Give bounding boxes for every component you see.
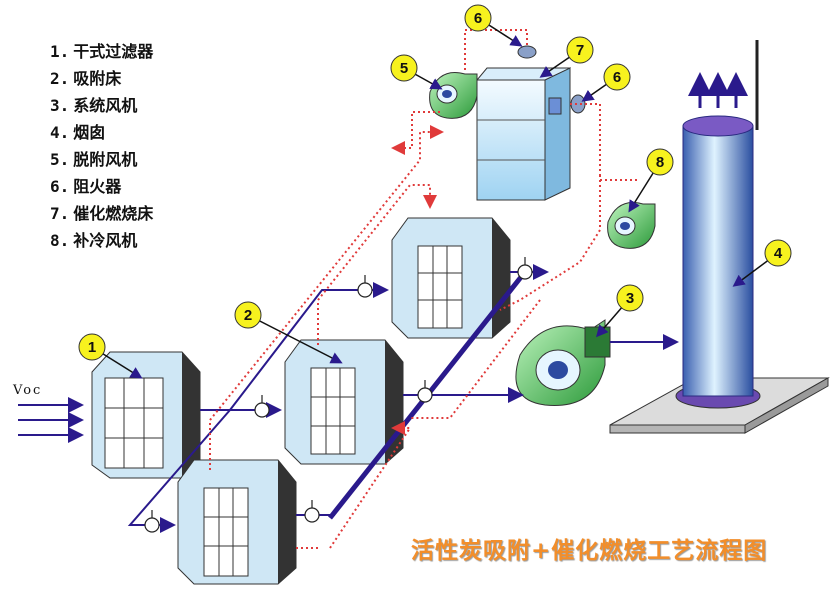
legend-item: 1.干式过滤器 <box>50 42 154 61</box>
tag-3-label: 3 <box>626 290 634 307</box>
legend-item: 6.阻火器 <box>50 177 122 196</box>
legend-item: 7.催化燃烧床 <box>50 204 154 223</box>
tag-6-top-label: 6 <box>474 10 482 27</box>
adsorption-bed-top <box>391 217 511 339</box>
dry-filter <box>91 351 201 479</box>
tag-5-label: 5 <box>400 60 408 77</box>
catalytic-combustion-bed <box>475 67 572 201</box>
adsorption-bed-bottom <box>177 459 297 585</box>
flame-arrestor-top <box>517 45 537 59</box>
tag-6-right-label: 6 <box>613 69 621 86</box>
desorption-fan <box>429 72 478 119</box>
valves <box>144 257 533 533</box>
chimney <box>609 40 830 434</box>
tag-4-label: 4 <box>774 245 783 262</box>
adsorption-bed-middle <box>284 339 404 465</box>
tag-2-label: 2 <box>244 307 252 324</box>
tag-4: 4 <box>732 239 792 287</box>
legend-item: 2.吸附床 <box>50 69 122 88</box>
legend: 1.干式过滤器 2.吸附床 3.系统风机 4.烟囱 5.脱附风机 6.阻火器 7… <box>50 38 153 254</box>
cooling-fan <box>607 202 656 249</box>
tag-1-label: 1 <box>88 339 96 356</box>
tag-3: 3 <box>596 284 644 338</box>
flame-arrestor-right <box>570 94 586 114</box>
tag-2: 2 <box>234 301 343 364</box>
legend-item: 4.烟囱 <box>50 123 106 142</box>
tag-7-label: 7 <box>576 42 584 59</box>
inlet-label: Voc <box>13 383 43 398</box>
system-fan <box>515 319 611 406</box>
tag-5: 5 <box>390 54 443 90</box>
tag-7: 7 <box>539 36 594 78</box>
tag-8-label: 8 <box>656 154 664 171</box>
diagram-title: 活性炭吸附+催化燃烧工艺流程图 <box>411 538 768 564</box>
tag-6-top: 6 <box>464 4 523 47</box>
legend-item: 8.补冷风机 <box>50 231 138 250</box>
tag-8: 8 <box>628 148 674 213</box>
tag-1: 1 <box>78 333 143 379</box>
legend-item: 5.脱附风机 <box>50 150 138 169</box>
tag-6-right: 6 <box>581 63 631 102</box>
legend-item: 3.系统风机 <box>50 96 138 115</box>
